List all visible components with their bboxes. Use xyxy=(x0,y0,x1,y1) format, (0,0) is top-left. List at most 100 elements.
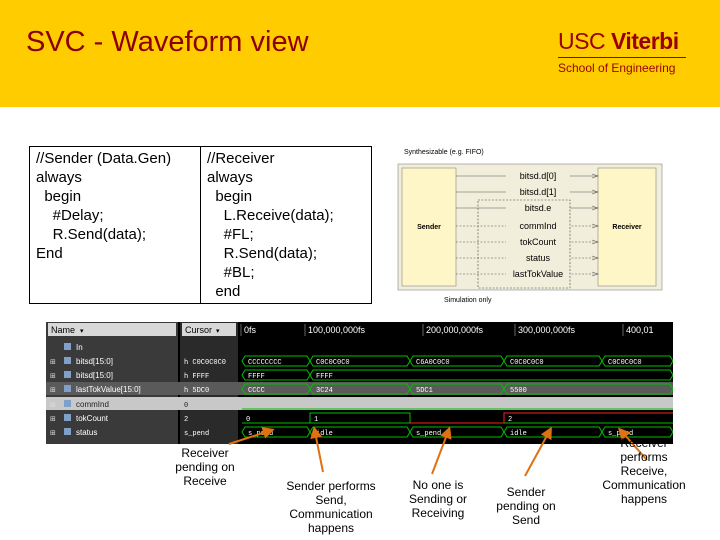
cursor-value: h 5DC0 xyxy=(184,387,209,395)
receiver-code-box: //Receiver always begin L.Receive(data);… xyxy=(200,146,372,304)
annotation-line: Receiving xyxy=(411,506,465,520)
simulation-only-box xyxy=(477,199,571,289)
cursor-value: 2 xyxy=(184,416,188,424)
signal-icon xyxy=(64,400,71,407)
sender-block-label: Sender xyxy=(417,224,441,231)
diagram-arrowhead-icon xyxy=(591,239,599,245)
name-header-label[interactable]: Name xyxy=(51,325,75,335)
time-label: 400,01 xyxy=(626,325,654,335)
diagram-signal-bg xyxy=(506,202,570,212)
annotation-line: Communication xyxy=(602,478,686,492)
diagram-signal-label: bitsd.e xyxy=(525,203,552,213)
arrow-1 xyxy=(228,427,275,445)
bus-value: 1 xyxy=(314,416,318,424)
signal-name[interactable]: bitsd[15:0] xyxy=(76,371,113,380)
annotation-line: Sender xyxy=(506,485,546,499)
signal-icon xyxy=(64,371,71,378)
time-label: 100,000,000fs xyxy=(308,325,366,335)
signal-icon xyxy=(64,414,71,421)
bus-value: FFFF xyxy=(316,373,333,381)
diagram-signal-label: status xyxy=(526,253,551,263)
name-sort-icon[interactable]: ▾ xyxy=(80,327,84,335)
bus-value: s_pend xyxy=(416,430,441,438)
annotation-line: Receiver xyxy=(181,446,229,460)
annotation-line: Send, xyxy=(315,493,347,507)
bus-value: 2 xyxy=(508,416,512,424)
bus-value: C6A0C0C0 xyxy=(416,359,450,367)
signal-name[interactable]: lastTokValue[15:0] xyxy=(76,385,141,394)
bus-value: FFFF xyxy=(248,373,265,381)
arrow-4 xyxy=(524,426,552,477)
annotation-line: happens xyxy=(620,492,668,506)
expand-icon[interactable]: ⊞ xyxy=(50,429,56,437)
diagram-signal-bg xyxy=(506,236,570,246)
diagram-signal-bg xyxy=(506,186,570,196)
annotation-line: Sender performs xyxy=(286,479,376,493)
bus-value: C0C0C0C0 xyxy=(608,359,642,367)
signal-icon xyxy=(64,385,71,392)
cursor-value: s_pend xyxy=(184,430,209,438)
bus-value: CCCCCCCC xyxy=(248,359,282,367)
bus-value: C0C0C0C0 xyxy=(316,359,350,367)
annotation-line: Receive, xyxy=(620,464,668,478)
usc-viterbi-logo: USC Viterbi School of Engineering xyxy=(558,28,698,83)
diagram-signal-label: bitsd.d[0] xyxy=(520,171,557,181)
expand-icon[interactable]: ⊞ xyxy=(50,372,56,380)
signal-icon xyxy=(64,357,71,364)
selected-row-highlight xyxy=(46,397,673,410)
logo-rule xyxy=(558,57,686,58)
annotation-line: Send xyxy=(511,513,541,527)
signal-name[interactable]: tokCount xyxy=(76,414,109,423)
logo-usc: USC xyxy=(558,28,606,54)
annotation-line: Sending or xyxy=(408,492,468,506)
bus-segment xyxy=(503,383,673,395)
expand-icon[interactable]: ⊞ xyxy=(50,386,56,394)
cursor-sort-icon[interactable]: ▾ xyxy=(216,327,220,335)
diagram-arrowhead-icon xyxy=(591,271,599,277)
arrow-3 xyxy=(431,426,452,475)
cursor-value: h FFFF xyxy=(184,373,209,381)
cursor-value: h C0C0C0C0 xyxy=(184,359,226,367)
bus-value: 5DC1 xyxy=(416,387,433,395)
diagram-signal-bg xyxy=(506,220,570,230)
expand-icon[interactable]: ⊞ xyxy=(50,415,56,423)
name-header xyxy=(48,323,176,336)
annotation-line: pending on xyxy=(175,460,235,474)
logo-viterbi: Viterbi xyxy=(610,28,679,54)
signal-name[interactable]: status xyxy=(76,428,97,437)
bus-value: 5500 xyxy=(510,387,527,395)
arrow-5 xyxy=(618,427,648,461)
annotation-line: performs xyxy=(620,450,668,464)
bus-value: 3C24 xyxy=(316,387,333,395)
time-label: 300,000,000fs xyxy=(518,325,576,335)
diagram-signal-label: commInd xyxy=(519,221,556,231)
expand-icon[interactable]: ⊞ xyxy=(50,358,56,366)
expand-icon[interactable]: ⊞ xyxy=(50,401,56,409)
receiver-block-label: Receiver xyxy=(612,224,641,231)
waveform-rows: In ⊞ bitsd[15:0] h C0C0C0C0 CCCCCCCC C0C0C0C0… xyxy=(46,343,673,438)
bus-value: C0C0C0C0 xyxy=(510,359,544,367)
cursor-header xyxy=(182,323,236,336)
annotation-line: Receive xyxy=(183,474,227,488)
annotation-line: happens xyxy=(307,521,355,535)
diagram-arrowhead-icon xyxy=(591,223,599,229)
time-label: 200,000,000fs xyxy=(426,325,484,335)
diagram-top-label: Synthesizable (e.g. FIFO) xyxy=(404,149,484,156)
diagram-signal-label: tokCount xyxy=(520,237,557,247)
diagram-signal-bg xyxy=(506,268,570,278)
signal-name[interactable]: bitsd[15:0] xyxy=(76,357,113,366)
diagram-arrowhead-icon xyxy=(591,173,599,179)
cursor-header-label[interactable]: Cursor xyxy=(185,325,212,335)
signal-name[interactable]: commInd xyxy=(76,400,109,409)
bus-value: 0 xyxy=(246,416,250,424)
signal-name[interactable]: In xyxy=(76,343,83,352)
sender-receiver-diagram: Synthesizable (e.g. FIFO) Sender Receive… xyxy=(397,149,663,304)
bus-segment xyxy=(309,369,673,381)
receiver-block xyxy=(597,167,657,287)
slide-title: SVC - Waveform view xyxy=(26,26,309,58)
annotation-line: pending on xyxy=(496,499,556,513)
